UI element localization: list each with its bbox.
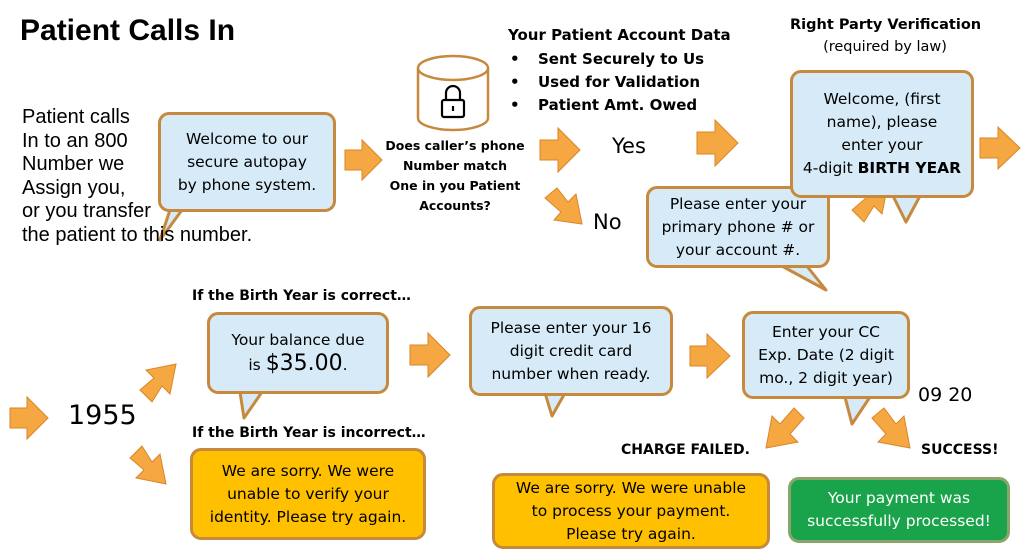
identity-failed-line: identity. Please try again. [209, 507, 407, 526]
birth-year-emphasis: BIRTH YEAR [857, 159, 962, 177]
expiry-value: 09 20 [918, 384, 973, 406]
arrow-yes-to-rpv [696, 118, 739, 168]
balance-prefix: is [248, 356, 266, 374]
card-prompt-line: Please enter your 16 [490, 318, 652, 337]
balance-bubble: Your balance due is $35.00. [207, 312, 389, 394]
question-line: Accounts? [419, 198, 491, 213]
birth-prompt-line: 4-digit BIRTH YEAR [803, 157, 961, 180]
payment-success-line: successfully processed! [807, 512, 991, 530]
payment-success-box: Your payment was successfully processed! [788, 477, 1010, 543]
balance-bubble-tail [238, 390, 264, 420]
payment-failed-line: to process your payment. [531, 501, 731, 520]
phone-prompt-bubble: Please enter your primary phone # or you… [646, 186, 830, 268]
birth-prompt-line: enter your [841, 136, 923, 154]
question-line: One in you Patient [389, 178, 521, 193]
balance-amount: $35.00 [265, 351, 343, 376]
success-label: SUCCESS! [921, 442, 999, 458]
intro-line: Patient calls [22, 106, 130, 128]
payment-success-line: Your payment was [827, 489, 971, 507]
account-data-item: Patient Amt. Owed [508, 94, 731, 117]
balance-line: Your balance due [231, 331, 365, 349]
phone-prompt-bubble-tail [778, 263, 828, 292]
phone-prompt-line: Please enter your [669, 194, 807, 213]
birth-year-prompt-bubble: Welcome, (first name), please enter your… [790, 70, 974, 198]
rpv-header: Right Party Verification (required by la… [790, 14, 982, 58]
birth-year-value: 1955 [68, 400, 137, 431]
account-data-title: Your Patient Account Data [508, 26, 731, 44]
balance-suffix: . [342, 356, 348, 374]
correct-label: If the Birth Year is correct… [192, 288, 411, 304]
card-prompt-line: number when ready. [491, 364, 651, 383]
account-data-list: Sent Securely to Us Used for Validation … [508, 48, 731, 117]
question-line: Number match [402, 158, 508, 173]
account-data-item: Used for Validation [508, 71, 731, 94]
payment-failed-line: We are sorry. We were unable [515, 478, 747, 497]
intro-line: Assign you, [22, 176, 126, 199]
arrow-to-incorrect [129, 445, 167, 485]
yes-label: Yes [612, 134, 646, 158]
database-lock-icon [416, 54, 490, 132]
expiry-prompt-line: Exp. Date (2 digit [758, 345, 894, 364]
birth-prompt-prefix: 4-digit [802, 159, 858, 177]
balance-line: is $35.00. [248, 352, 347, 377]
arrow-to-success [871, 407, 911, 449]
phone-prompt-line: your account #. [675, 240, 801, 259]
birth-prompt-line: name), please [826, 113, 938, 131]
rpv-subtitle: (required by law) [823, 39, 947, 55]
charge-failed-label: CHARGE FAILED. [621, 442, 750, 458]
no-label: No [593, 210, 622, 234]
expiry-prompt-line: mo., 2 digit year) [759, 368, 893, 387]
arrow-to-no [544, 187, 583, 225]
question-line: Does caller’s phone [385, 138, 525, 153]
exp-prompt-bubble-tail [843, 395, 872, 426]
expiry-prompt-line: Enter your CC [772, 322, 880, 341]
incorrect-label: If the Birth Year is incorrect… [192, 425, 426, 441]
arrow-birth-next [979, 125, 1021, 171]
identity-failed-line: unable to verify your [227, 484, 389, 503]
cc-prompt-bubble-tail [543, 391, 567, 418]
arrow-into-birth-year [9, 395, 49, 441]
welcome-line: by phone system. [177, 175, 317, 194]
intro-line: In to an 800 [22, 129, 128, 152]
intro-line: the patient to this number. [22, 223, 253, 246]
arrow-to-charge-failed [765, 407, 805, 449]
intro-line: Number we [22, 153, 125, 175]
phone-prompt-line: primary phone # or [661, 217, 815, 236]
account-data-panel: Your Patient Account Data Sent Securely … [508, 24, 731, 117]
identity-failed-line: We are sorry. We were [221, 461, 395, 480]
identity-failed-box: We are sorry. We were unable to verify y… [190, 448, 426, 540]
welcome-line: secure autopay [187, 152, 307, 171]
welcome-line: Welcome to our [186, 129, 308, 148]
payment-failed-box: We are sorry. We were unable to process … [492, 473, 770, 549]
expiry-prompt-bubble: Enter your CC Exp. Date (2 digit mo., 2 … [742, 311, 910, 399]
payment-failed-line: Please try again. [566, 524, 696, 543]
arrow-balance-to-cc [409, 331, 451, 379]
arrow-welcome-to-question [344, 138, 383, 182]
birth-prompt-bubble-tail [891, 194, 922, 224]
intro-line: or you transfer [22, 200, 151, 222]
arrow-to-correct [139, 363, 177, 403]
birth-prompt-line: Welcome, (first [823, 90, 941, 108]
phone-match-question: Does caller’s phone Number match One in … [385, 136, 525, 216]
welcome-bubble: Welcome to our secure autopay by phone s… [158, 112, 336, 212]
intro-text: Patient calls In to an 800 Number we Ass… [22, 106, 252, 247]
card-number-prompt-bubble: Please enter your 16 digit credit card n… [469, 306, 673, 396]
account-data-item: Sent Securely to Us [508, 48, 731, 71]
rpv-title: Right Party Verification [790, 17, 982, 33]
arrow-to-yes [539, 126, 581, 174]
card-prompt-line: digit credit card [509, 341, 633, 360]
arrow-cc-to-exp [689, 332, 731, 380]
page-title: Patient Calls In [20, 14, 236, 47]
